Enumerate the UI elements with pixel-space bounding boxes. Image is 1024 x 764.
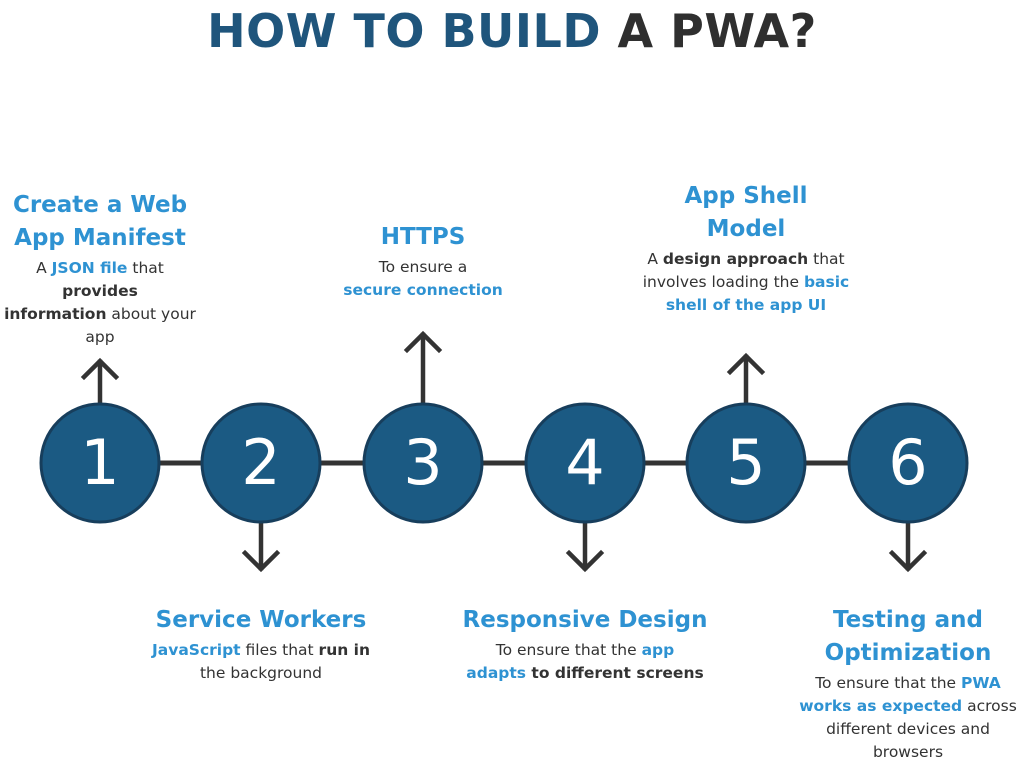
title-part-1: HOW TO BUILD <box>207 4 602 58</box>
desc-highlight: JSON file <box>51 259 128 277</box>
step-5-description: A design approach that involves loading … <box>636 248 856 317</box>
step-6-heading: Testing and Optimization <box>793 604 1023 670</box>
desc-text: involves loading the <box>642 273 804 291</box>
desc-emphasis: to different screens <box>526 664 704 682</box>
step-number-6: 6 <box>888 426 928 499</box>
desc-text: that <box>808 250 845 268</box>
step-6-heading-line-1: Testing and <box>832 607 983 633</box>
arrow-up-3 <box>403 330 443 406</box>
step-3-description: To ensure a secure connection <box>323 256 523 302</box>
desc-text: To ensure that the <box>495 641 642 659</box>
desc-text: files that <box>240 641 319 659</box>
step-6-heading-line-2: Optimization <box>824 640 992 666</box>
desc-text: the background <box>199 664 323 682</box>
desc-text: To ensure a <box>378 258 468 276</box>
title-part-2: A PWA? <box>617 4 817 58</box>
desc-emphasis: information <box>4 305 107 323</box>
step-1-heading: Create a Web App Manifest <box>0 189 200 255</box>
step-4-description: To ensure that the app adapts to differe… <box>455 639 715 685</box>
step-number-3: 3 <box>403 426 443 499</box>
desc-text: A <box>647 250 663 268</box>
step-number-5: 5 <box>726 426 766 499</box>
step-4-heading: Responsive Design <box>455 604 715 637</box>
desc-text: that <box>127 259 164 277</box>
step-3-block: HTTPS To ensure a secure connection <box>323 221 523 302</box>
desc-highlight: shell of the app UI <box>665 296 827 314</box>
step-6-block: Testing and Optimization To ensure that … <box>793 604 1023 764</box>
desc-emphasis: provides <box>62 282 138 300</box>
step-number-2: 2 <box>241 426 281 499</box>
desc-emphasis: design approach <box>662 250 809 268</box>
desc-text: app <box>85 328 115 346</box>
desc-text: across <box>962 697 1017 715</box>
arrow-up-1 <box>80 357 120 406</box>
arrow-down-4 <box>565 520 605 573</box>
desc-highlight: basic <box>803 273 850 291</box>
desc-text: different devices and <box>826 720 990 738</box>
desc-emphasis: run in <box>318 641 371 659</box>
step-circle-4 <box>524 402 646 524</box>
step-3-heading-line-1: HTTPS <box>380 224 466 250</box>
step-number-1: 1 <box>80 426 120 499</box>
step-number-4: 4 <box>565 426 605 499</box>
step-2-block: Service Workers JavaScript files that ru… <box>146 604 376 685</box>
step-circle-3 <box>362 402 484 524</box>
desc-highlight: secure connection <box>343 281 503 299</box>
desc-text: browsers <box>872 743 944 761</box>
step-circle-5 <box>685 402 807 524</box>
desc-highlight: works as expected <box>799 697 963 715</box>
step-5-heading-line-2: Model <box>706 216 786 242</box>
step-2-description: JavaScript files that run in the backgro… <box>146 639 376 685</box>
step-circle-6 <box>847 402 969 524</box>
step-3-heading: HTTPS <box>323 221 523 254</box>
desc-highlight: app <box>641 641 675 659</box>
step-2-heading-line-1: Service Workers <box>155 607 367 633</box>
desc-highlight: adapts <box>466 664 527 682</box>
step-circle-1 <box>39 402 161 524</box>
step-4-block: Responsive Design To ensure that the app… <box>455 604 715 685</box>
step-1-block: Create a Web App Manifest A JSON file th… <box>0 189 200 349</box>
step-6-description: To ensure that the PWA works as expected… <box>793 672 1023 764</box>
step-5-heading: App Shell Model <box>636 180 856 246</box>
desc-text: about your <box>106 305 196 323</box>
step-2-heading: Service Workers <box>146 604 376 637</box>
step-circle-2 <box>200 402 322 524</box>
desc-text: A <box>36 259 52 277</box>
desc-highlight: JavaScript <box>151 641 241 659</box>
step-1-description: A JSON file that provides information ab… <box>0 257 200 349</box>
arrow-down-6 <box>888 520 928 573</box>
arrow-down-2 <box>241 520 281 573</box>
step-1-heading-line-2: App Manifest <box>14 225 186 251</box>
page-title: HOW TO BUILD A PWA? <box>0 4 1024 58</box>
step-4-heading-line-1: Responsive Design <box>462 607 708 633</box>
desc-highlight: PWA <box>961 674 1001 692</box>
desc-text: To ensure that the <box>815 674 961 692</box>
step-1-heading-line-1: Create a Web <box>12 192 188 218</box>
arrow-up-5 <box>726 352 766 406</box>
step-5-heading-line-1: App Shell <box>684 183 808 209</box>
step-5-block: App Shell Model A design approach that i… <box>636 180 856 317</box>
